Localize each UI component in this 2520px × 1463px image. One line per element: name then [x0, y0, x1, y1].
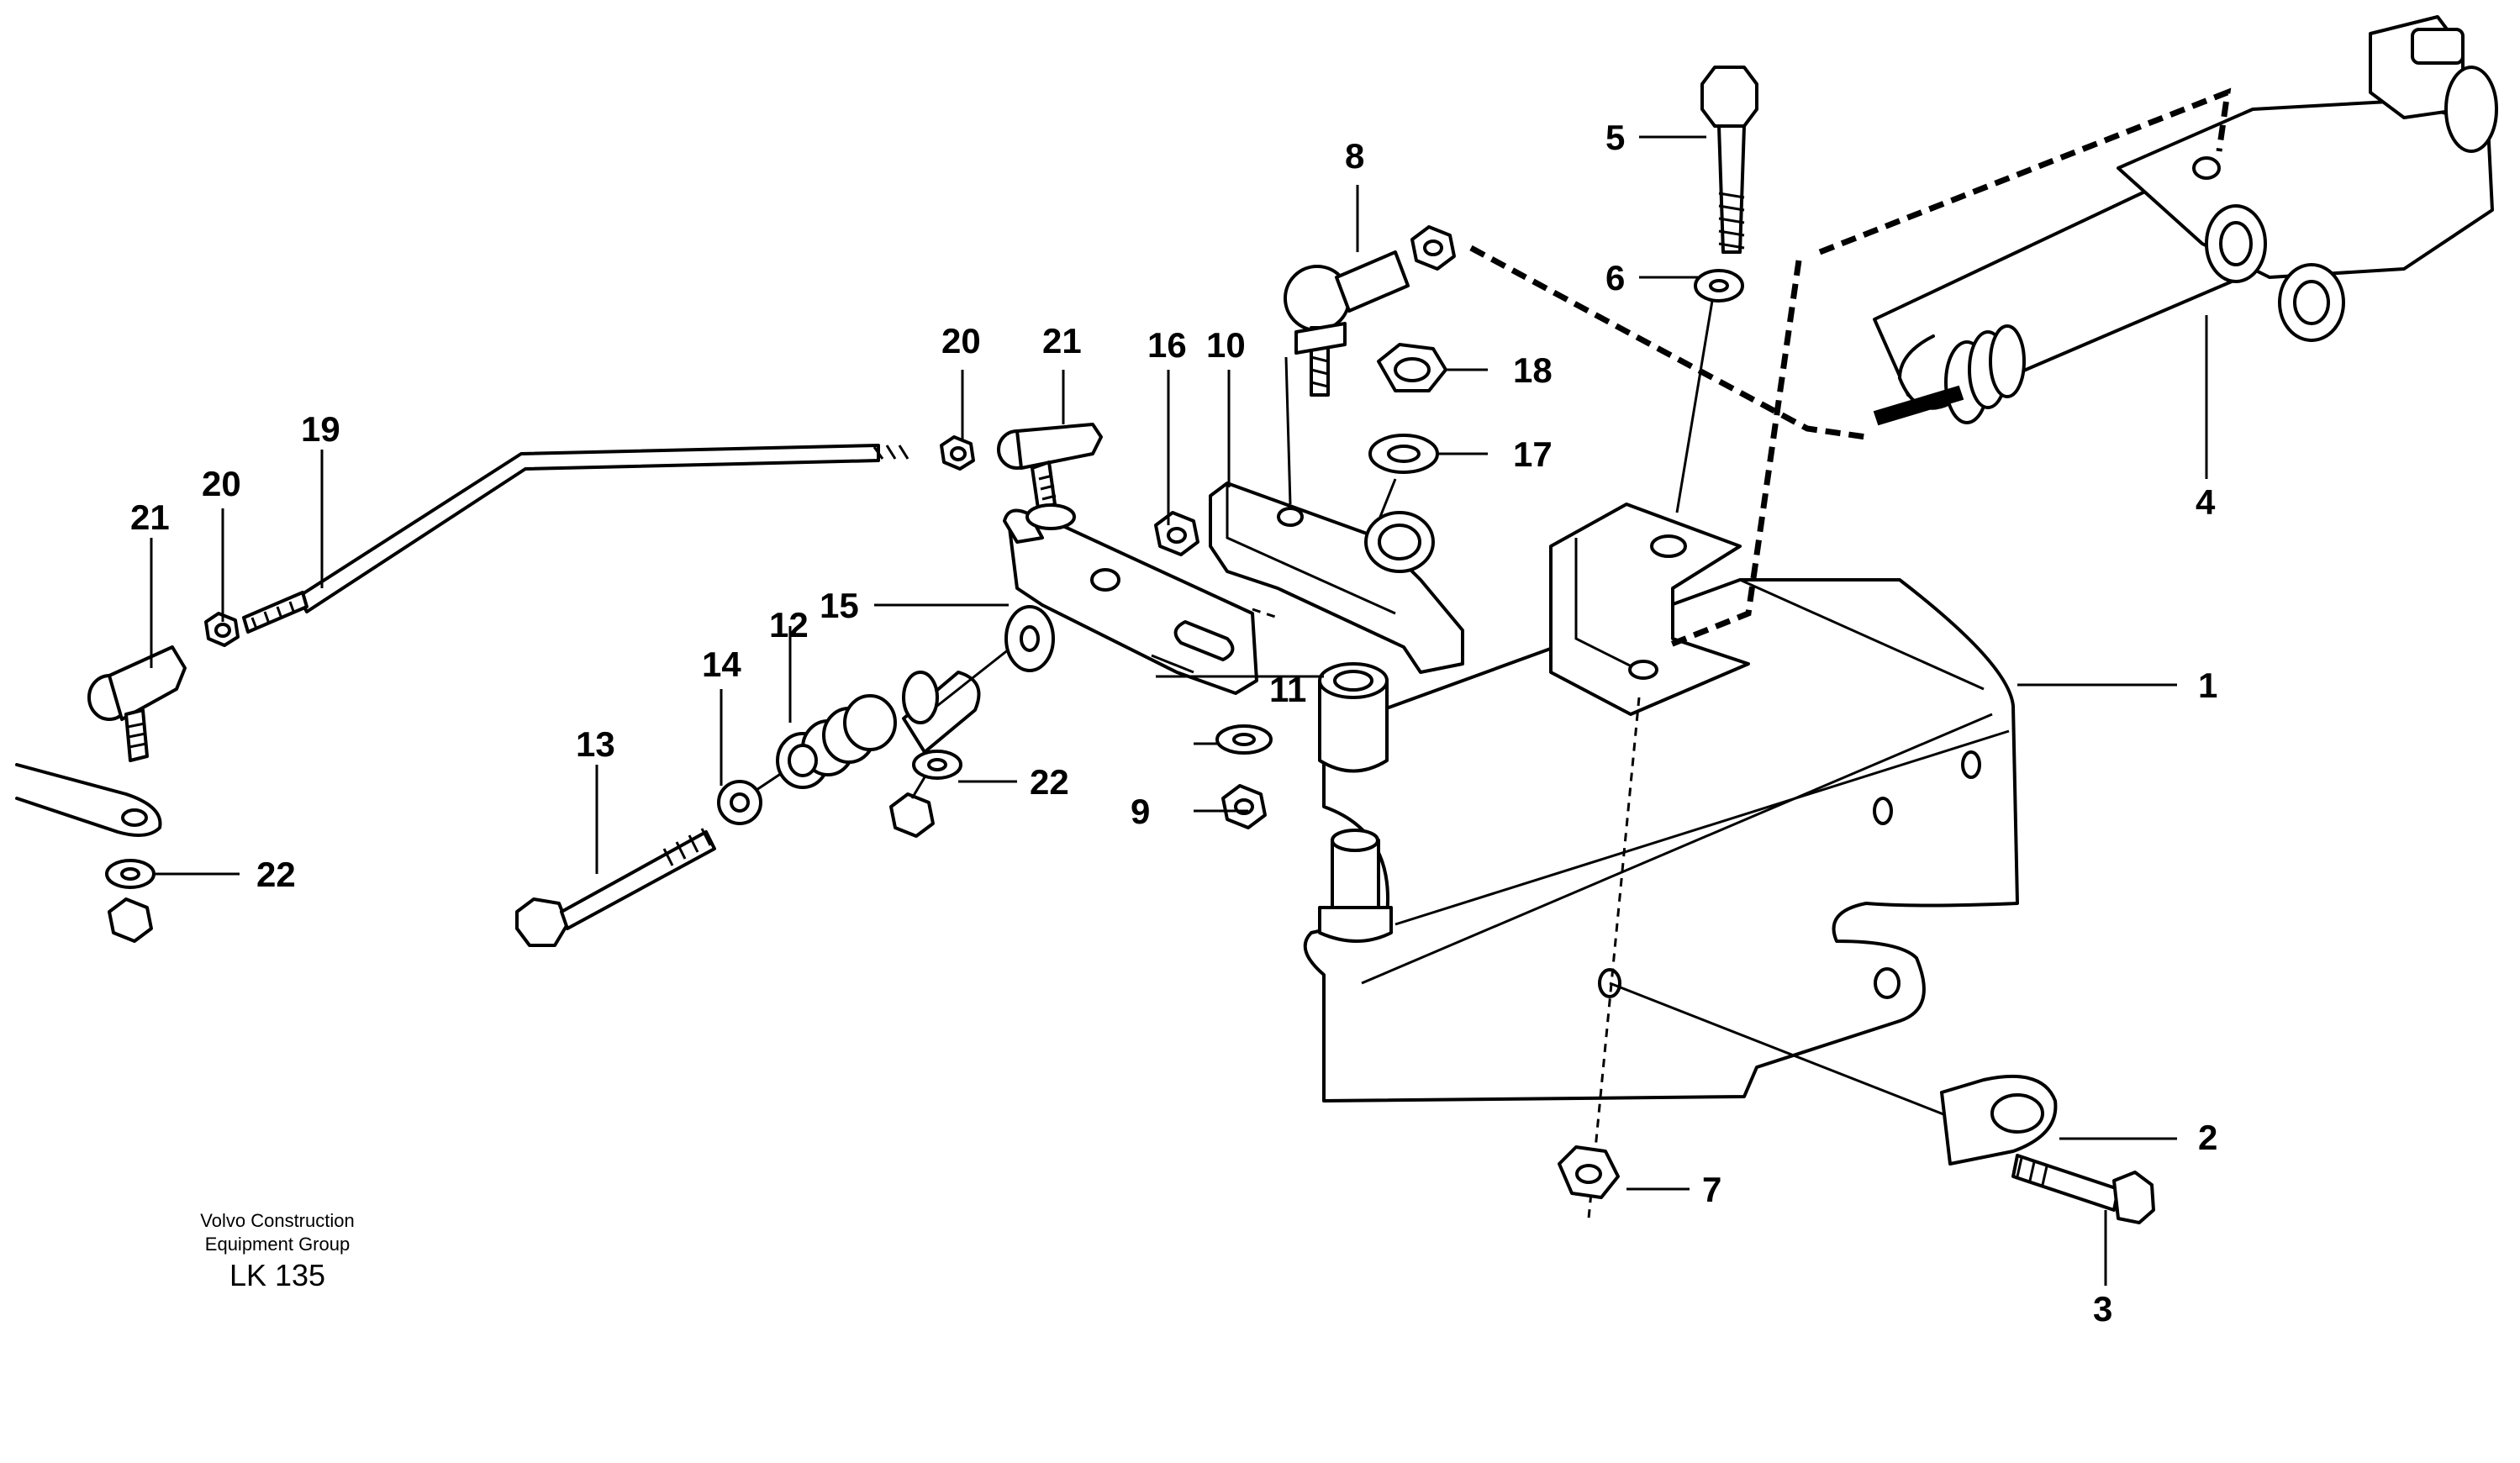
label-11: 11 [1269, 670, 1306, 709]
label-18: 18 [1513, 350, 1553, 390]
label-22-left: 22 [256, 855, 296, 894]
nut-part-7 [1558, 1145, 1620, 1199]
bushing-part-15-spacer [902, 605, 1055, 754]
caption-line-2: Equipment Group [205, 1234, 350, 1255]
label-7: 7 [1702, 1170, 1721, 1209]
label-14: 14 [702, 645, 741, 684]
washer-part-17 [1368, 434, 1439, 474]
washer-part-6-top [1694, 269, 1744, 303]
bolt-part-13 [515, 828, 716, 947]
label-6-top: 6 [1605, 258, 1625, 297]
nut-part-18 [1377, 343, 1447, 392]
rod-end-part-21-lower [87, 645, 187, 762]
nut-part-9 [1221, 784, 1267, 829]
label-16: 16 [1147, 325, 1187, 365]
label-9: 9 [1131, 792, 1150, 831]
valve-part-4 [1873, 15, 2498, 426]
washer-part-22-left [105, 859, 156, 943]
bushing-part-11 [1318, 662, 1389, 773]
caption-block: Volvo Construction Equipment Group LK 13… [200, 1210, 354, 1292]
rod-part-19 [242, 444, 909, 634]
label-leaders [150, 135, 2208, 1286]
ball-joint-part-8 [1284, 250, 1410, 397]
label-20-upper: 20 [941, 321, 981, 360]
label-2: 2 [2198, 1118, 2217, 1157]
label-5: 5 [1605, 118, 1625, 157]
clamp-part-2 [1940, 1074, 2058, 1166]
nut-part-20-lower [204, 612, 240, 647]
label-17: 17 [1513, 434, 1553, 474]
nut-part-8-top [1410, 225, 1456, 271]
label-3: 3 [2093, 1289, 2112, 1329]
bolt-part-5 [1675, 66, 1758, 513]
label-22-center: 22 [1030, 762, 1069, 802]
nut-part-16 [1154, 511, 1199, 556]
rod-end-part-21-upper [997, 423, 1103, 530]
washer-part-6-lower [1215, 724, 1273, 755]
washer-part-14 [717, 771, 783, 825]
label-4: 4 [2196, 482, 2216, 522]
washer-part-22-center [889, 750, 962, 838]
label-19: 19 [301, 409, 340, 449]
spring-part-12 [776, 694, 897, 789]
caption-code: LK 135 [229, 1258, 325, 1292]
arm-fragment-lower-left [15, 763, 162, 837]
plate-part-15 [1003, 508, 1258, 695]
label-13: 13 [576, 724, 615, 764]
nut-part-20-upper [940, 435, 975, 471]
caption-line-1: Volvo Construction [200, 1210, 354, 1231]
lever-part-10 [1209, 482, 1464, 674]
label-21-lower: 21 [130, 497, 170, 537]
label-21-upper: 21 [1042, 321, 1082, 360]
connection-lines [1252, 87, 2232, 1219]
pin-part-lower [1318, 829, 1393, 943]
label-12: 12 [769, 605, 809, 645]
label-20-lower: 20 [202, 464, 241, 503]
label-8: 8 [1345, 136, 1364, 176]
label-15: 15 [820, 586, 859, 625]
bracket-part-1 [1303, 503, 2019, 1103]
callout-labels: 1 2 3 4 5 6 7 8 9 10 11 12 13 14 15 16 1… [130, 118, 2217, 1329]
bolt-part-3 [2011, 1154, 2155, 1224]
label-1: 1 [2198, 666, 2217, 705]
label-10: 10 [1206, 325, 1246, 365]
